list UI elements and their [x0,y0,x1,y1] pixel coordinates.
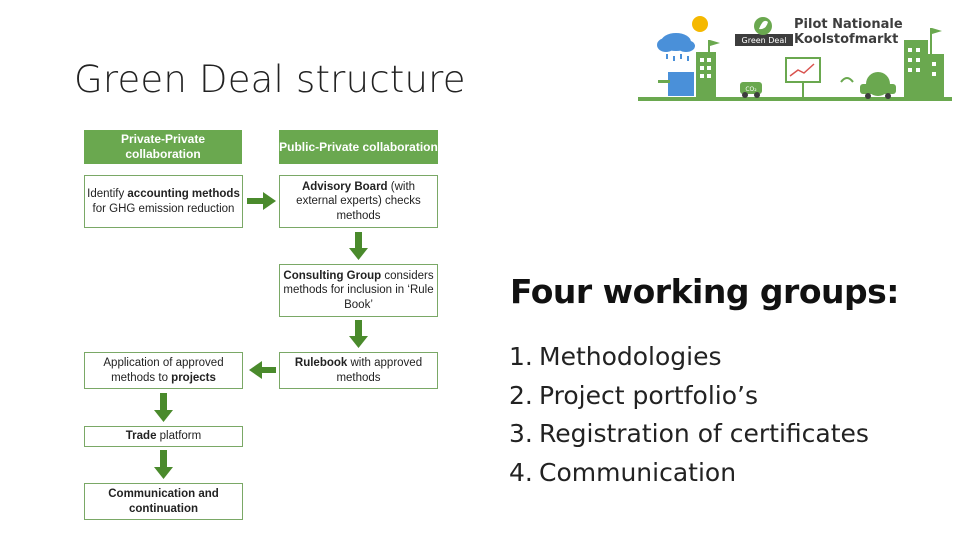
arrow-right-icon [247,192,276,210]
list-item: 4.Communication [509,457,737,487]
header-public-private: Public-Private collaboration [279,130,438,164]
logo-line1: Pilot Nationale [794,17,903,32]
box-consulting-group: Consulting Group considers methods for i… [279,264,438,317]
arrow-down-icon [349,320,368,348]
logo-co2: CO₂ [745,86,757,93]
box-rulebook: Rulebook with approved methods [279,352,438,389]
box-communication: Communication and continuation [84,483,243,520]
working-groups-list: 1.Methodologies 2.Project portfolio’s 3.… [509,338,869,492]
list-item: 3.Registration of certificates [509,419,869,448]
box-application: Application of approved methods to proje… [84,352,243,389]
header-private-private: Private-Private collaboration [84,130,242,164]
arrow-left-icon [249,361,276,379]
box-advisory-board: Advisory Board (with external experts) c… [279,175,438,228]
arrow-down-icon [154,393,173,422]
arrow-down-icon [154,450,173,479]
list-item: 2.Project portfolio’s [509,380,758,410]
box-trade-platform: Trade platform [84,426,243,447]
slide-title: Green Deal structure [74,58,466,101]
logo-line2: Koolstofmarkt [794,32,899,47]
arrow-down-icon [349,232,368,260]
green-deal-logo: Green Deal CO₂ Pilot Nationale Koolstofm… [636,10,954,105]
logo-badge: Green Deal [742,36,787,45]
working-groups-title: Four working groups: [510,272,899,311]
list-item: 1.Methodologies [509,342,722,371]
box-identify-methods: Identify accounting methods for GHG emis… [84,175,243,228]
